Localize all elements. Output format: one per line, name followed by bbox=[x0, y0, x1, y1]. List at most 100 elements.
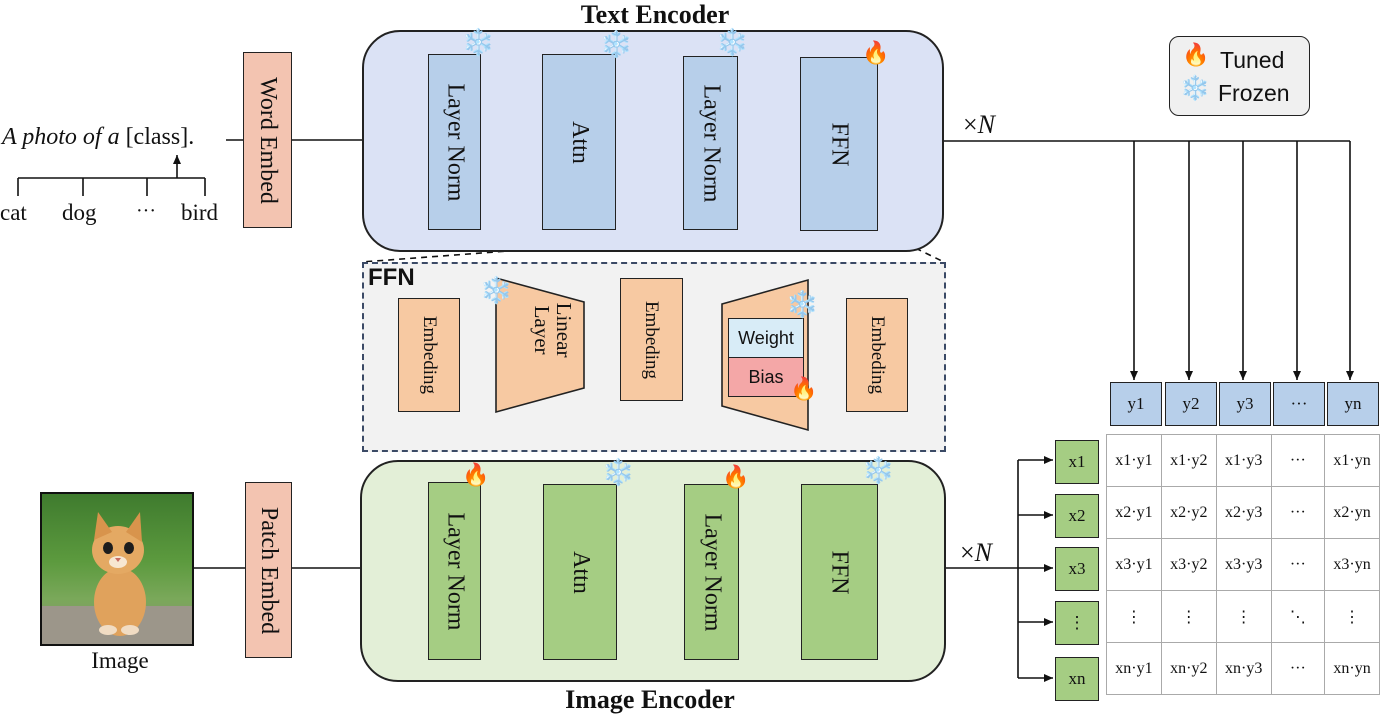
patch-embed-block: Patch Embed bbox=[245, 482, 292, 658]
text-ffn-label: FFN bbox=[826, 121, 853, 167]
repeat-variable: N bbox=[974, 538, 993, 567]
grid-cell: xn·y1 bbox=[1106, 642, 1162, 695]
kitten-image bbox=[40, 492, 194, 646]
x-label-box: ⋮ bbox=[1055, 601, 1099, 645]
grid-cell: xn·y3 bbox=[1215, 642, 1272, 695]
snowflake-icon: ❄️ bbox=[602, 458, 635, 487]
class-cat: cat bbox=[0, 200, 27, 225]
ffn-linear-layer-label: Linear Layer bbox=[530, 285, 577, 375]
repeat-symbol: × bbox=[960, 538, 975, 567]
ffn-embeding-2-label: Embeding bbox=[641, 300, 663, 379]
grid-cell: x3·y3 bbox=[1215, 538, 1272, 591]
grid-cell: x2·y2 bbox=[1160, 486, 1217, 539]
prompt-template-class: [class]. bbox=[125, 124, 195, 150]
text-layernorm-1-label: Layer Norm bbox=[442, 83, 469, 201]
x-label-box: x2 bbox=[1055, 494, 1099, 538]
grid-cell: x1·yn bbox=[1324, 434, 1380, 487]
ffn-linear-layer-shape bbox=[495, 276, 585, 414]
text-layernorm-2: Layer Norm bbox=[683, 56, 738, 230]
grid-cell: ⋮ bbox=[1106, 590, 1162, 643]
grid-cell: xn·y2 bbox=[1160, 642, 1217, 695]
x-label-box: xn bbox=[1055, 657, 1099, 701]
grid-cell: x1·y3 bbox=[1215, 434, 1272, 487]
grid-cell: x3·y2 bbox=[1160, 538, 1217, 591]
ffn-weight-box: Weight bbox=[728, 318, 804, 358]
text-layernorm-1: Layer Norm bbox=[428, 54, 481, 230]
image-attn: Attn bbox=[543, 484, 617, 660]
x-label-box: x3 bbox=[1055, 547, 1099, 591]
image-layernorm-2-label: Layer Norm bbox=[699, 513, 726, 631]
image-encoder-title: Image Encoder bbox=[565, 685, 735, 714]
repeat-text: ×N bbox=[960, 538, 992, 568]
repeat-text: ×N bbox=[963, 110, 995, 140]
grid-cell: x1·y2 bbox=[1160, 434, 1217, 487]
repeat-variable: N bbox=[977, 110, 996, 139]
ffn-embeding-2: Embeding bbox=[620, 278, 683, 401]
fire-icon: 🔥 bbox=[722, 464, 750, 489]
grid-cell: x2·y1 bbox=[1106, 486, 1162, 539]
legend: 🔥 Tuned ❄️ Frozen bbox=[1169, 36, 1310, 116]
y-label-box: yn bbox=[1327, 382, 1379, 426]
grid-cell: ··· bbox=[1270, 486, 1326, 539]
grid-cell: ⋮ bbox=[1160, 590, 1217, 643]
y-label-box: ··· bbox=[1273, 382, 1325, 426]
ffn-detail-title: FFN bbox=[368, 264, 415, 291]
grid-cell: ⋮ bbox=[1324, 590, 1380, 643]
ffn-bias-box: Bias bbox=[728, 357, 804, 397]
ffn-embeding-1: Embeding bbox=[398, 298, 460, 412]
legend-frozen-label: Frozen bbox=[1218, 80, 1290, 106]
y-label-box: y2 bbox=[1165, 382, 1217, 426]
ffn-linear-layer-line-1: Linear bbox=[552, 302, 577, 358]
grid-cell: ⋱ bbox=[1270, 590, 1326, 643]
text-attn-label: Attn bbox=[566, 120, 593, 164]
ffn-embeding-3-label: Embeding bbox=[867, 315, 889, 395]
grid-cell: x2·yn bbox=[1324, 486, 1380, 539]
snowflake-icon: ❄️ bbox=[480, 276, 513, 305]
snowflake-icon: ❄️ bbox=[1180, 76, 1210, 102]
grid-cell: x2·y3 bbox=[1215, 486, 1272, 539]
fire-icon: 🔥 bbox=[862, 40, 890, 65]
grid-cell: x1·y1 bbox=[1106, 434, 1162, 487]
fire-icon: 🔥 bbox=[790, 376, 818, 401]
y-label-box: y1 bbox=[1110, 382, 1162, 426]
text-encoder-title: Text Encoder bbox=[580, 0, 730, 29]
text-attn: Attn bbox=[542, 54, 616, 230]
grid-cell: ··· bbox=[1270, 434, 1326, 487]
grid-cell: ··· bbox=[1270, 538, 1326, 591]
fire-icon: 🔥 bbox=[1182, 42, 1210, 67]
repeat-symbol: × bbox=[963, 110, 978, 139]
word-embed-label: Word Embed bbox=[255, 76, 282, 204]
word-embed-block: Word Embed bbox=[243, 52, 292, 228]
text-layernorm-2-label: Layer Norm bbox=[698, 84, 725, 202]
snowflake-icon: ❄️ bbox=[600, 30, 633, 59]
grid-cell: x3·y1 bbox=[1106, 538, 1162, 591]
snowflake-icon: ❄️ bbox=[716, 28, 749, 57]
class-ellipsis: ··· bbox=[136, 200, 156, 222]
grid-cell: x3·yn bbox=[1324, 538, 1380, 591]
fire-icon: 🔥 bbox=[462, 462, 490, 487]
prompt-template: A photo of a [class]. bbox=[2, 124, 194, 151]
image-ffn-label: FFN bbox=[827, 549, 853, 595]
kitten-illustration bbox=[42, 512, 192, 644]
prompt-template-italic: A photo of a bbox=[2, 124, 120, 150]
x-label-box: x1 bbox=[1055, 440, 1099, 484]
text-ffn: FFN bbox=[800, 57, 878, 231]
y-label-box: y3 bbox=[1219, 382, 1271, 426]
grid-cell: xn·yn bbox=[1324, 642, 1380, 695]
snowflake-icon: ❄️ bbox=[786, 290, 819, 319]
legend-tuned-label: Tuned bbox=[1220, 47, 1285, 73]
ffn-embeding-3: Embeding bbox=[846, 298, 908, 412]
ffn-embeding-1-label: Embeding bbox=[419, 315, 441, 395]
grid-cell: ⋮ bbox=[1215, 590, 1272, 643]
ffn-linear-layer-line-2: Layer bbox=[530, 305, 554, 355]
patch-embed-label: Patch Embed bbox=[256, 506, 282, 634]
image-layernorm-1: Layer Norm bbox=[428, 482, 481, 660]
snowflake-icon: ❄️ bbox=[862, 456, 895, 485]
image-layernorm-1-label: Layer Norm bbox=[442, 512, 469, 630]
